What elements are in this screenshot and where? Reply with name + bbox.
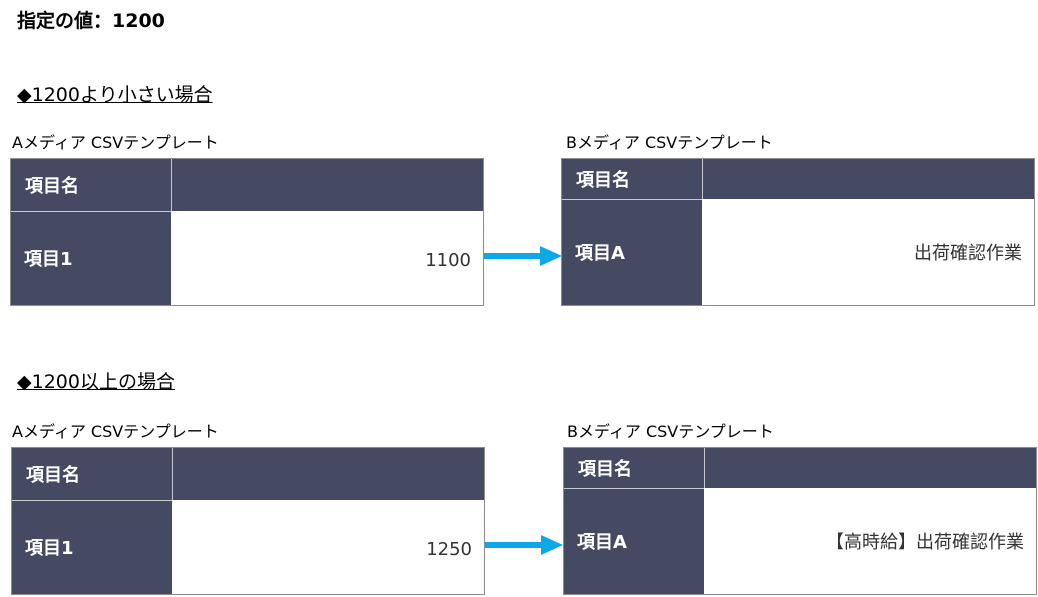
source-template-caption: Aメディア CSVテンプレート — [12, 422, 219, 441]
row-value-cell: 1250 — [172, 500, 484, 594]
row-value-cell: 1100 — [171, 211, 483, 305]
row-divider — [11, 211, 171, 212]
source-template-table: 項目名 項目1 1250 — [11, 447, 485, 595]
header-divider — [171, 159, 172, 211]
header-value-cell — [172, 448, 484, 500]
spec-value-label: 指定の値：1200 — [17, 10, 165, 32]
header-divider — [702, 159, 703, 199]
target-template-caption: Bメディア CSVテンプレート — [566, 133, 773, 152]
target-template-table: 項目名 項目A 【高時給】出荷確認作業 — [563, 447, 1037, 595]
header-label-cell: 項目名 — [11, 159, 171, 211]
source-template-caption: Aメディア CSVテンプレート — [12, 133, 219, 152]
arrow-head — [540, 246, 562, 266]
target-template-table: 項目名 項目A 出荷確認作業 — [561, 158, 1035, 306]
row-value-cell: 【高時給】出荷確認作業 — [704, 488, 1036, 594]
row-label-cell: 項目A — [562, 199, 702, 305]
header-value-cell — [171, 159, 483, 211]
header-value-cell — [704, 448, 1036, 488]
header-divider — [704, 448, 705, 488]
row-divider — [12, 500, 172, 501]
header-label-cell: 項目名 — [564, 448, 704, 488]
header-value-cell — [702, 159, 1034, 199]
source-template-table: 項目名 項目1 1100 — [10, 158, 484, 306]
row-label-cell: 項目1 — [11, 211, 171, 305]
row-label-cell: 項目A — [564, 488, 704, 594]
row-value-cell: 出荷確認作業 — [702, 199, 1034, 305]
mapping-arrow — [485, 535, 563, 555]
header-label-cell: 項目名 — [562, 159, 702, 199]
target-template-caption: Bメディア CSVテンプレート — [567, 422, 774, 441]
row-divider — [564, 488, 704, 489]
section-heading-greater-or-equal: ◆1200以上の場合 — [17, 371, 175, 393]
row-label-cell: 項目1 — [12, 500, 172, 594]
mapping-arrow — [484, 246, 562, 266]
section-heading-less-than: ◆1200より小さい場合 — [17, 84, 213, 106]
header-label-cell: 項目名 — [12, 448, 172, 500]
arrow-head — [541, 535, 563, 555]
row-divider — [562, 199, 702, 200]
header-divider — [172, 448, 173, 500]
